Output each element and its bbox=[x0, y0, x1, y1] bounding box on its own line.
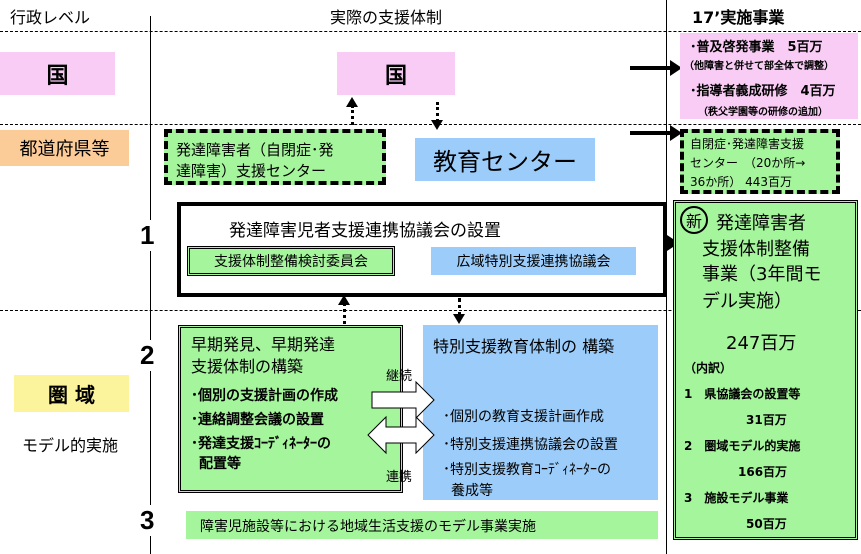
facility-model-bar: 障害児施設等における地域生活支援のモデル事業実施 bbox=[186, 511, 658, 539]
center-project-arrow-icon bbox=[630, 125, 682, 141]
arrow-up-icon bbox=[338, 295, 350, 305]
level-prefecture: 都道府県等 bbox=[0, 130, 129, 166]
step-number-2: 2 bbox=[140, 340, 155, 371]
dotted-connector-down bbox=[436, 102, 439, 122]
national-project-item-1: ･普及啓発事業 5百万 bbox=[690, 40, 823, 55]
council-title: 発達障害児者支援連携協議会の設置 bbox=[229, 221, 501, 241]
education-center-box: 教育センター bbox=[415, 138, 595, 181]
new-project-breakdown-label: （内訳） bbox=[684, 361, 733, 375]
council-arrow-icon bbox=[667, 235, 679, 251]
national-project-item-2: ･指導者義成研修 4百万 bbox=[690, 84, 836, 99]
new-project-title-1: 発達障害者 bbox=[716, 213, 806, 234]
special-education-box: 特別支援教育体制の 構築 ･個別の教育支援計画作成 ･特別支援連携協議会の設置 … bbox=[423, 325, 658, 500]
center-project-line-2: センター （20か所→ bbox=[690, 156, 806, 170]
link-arrows bbox=[367, 380, 435, 455]
column-divider-left bbox=[150, 16, 151, 554]
new-project-title-2: 支援体制整備 bbox=[702, 239, 810, 260]
new-project-title-4: デル実施） bbox=[702, 291, 792, 312]
early-support-box: 早期発見、早期発達 支援体制の構築 ･個別の支援計画の作成 ･連絡調整会議の設置… bbox=[178, 325, 403, 493]
dotted-connector-special-down bbox=[458, 298, 461, 316]
header-actual-system: 実際の支援体制 bbox=[330, 8, 443, 27]
arrow-up-icon bbox=[346, 97, 358, 107]
national-project-note-2: （秩父学園等の研修の追加） bbox=[698, 107, 828, 118]
row-divider-3 bbox=[0, 310, 861, 311]
center-project-line-3: 36か所） 443百万 bbox=[690, 175, 792, 189]
arrow-label-cooperate: 連携 bbox=[386, 470, 413, 485]
special-item: ･特別支援教育ｺｰﾃﾞｨﾈｰﾀｰの bbox=[443, 462, 611, 478]
national-project-note-1: （他障害と併せて部全体で調整） bbox=[684, 61, 834, 72]
early-item: ･発達支援ｺｰﾃﾞｨﾈｰﾀｰの bbox=[191, 436, 331, 452]
dotted-connector-early-up bbox=[343, 298, 346, 324]
early-item: 配置等 bbox=[199, 456, 241, 472]
arrow-label-continue: 継続 bbox=[386, 369, 413, 384]
special-item: ･個別の教育支援計画作成 bbox=[443, 409, 604, 425]
breakdown-item-label: 2 圏域モデル的実施 bbox=[684, 439, 801, 453]
continue-arrow-icon bbox=[371, 380, 435, 420]
level-region-note: モデル的実施 bbox=[22, 436, 119, 455]
dotted-connector-up bbox=[351, 105, 354, 125]
early-item: ･個別の支援計画の作成 bbox=[191, 388, 338, 404]
new-project-title-3: 事業（3年間モ bbox=[702, 264, 822, 285]
support-center-line-1: 発達障害者（自閉症･発 bbox=[176, 141, 334, 159]
row-divider-1 bbox=[0, 31, 861, 32]
special-item: 養成等 bbox=[451, 483, 493, 499]
new-project-total: 247百万 bbox=[726, 333, 797, 354]
new-project-box: 新 発達障害者 支援体制整備 事業（3年間モ デル実施） 247百万 （内訳） … bbox=[673, 200, 858, 540]
level-region: 圏 域 bbox=[14, 375, 129, 412]
arrow-down-icon bbox=[453, 314, 465, 324]
national-projects-box: ･普及啓発事業 5百万 （他障害と併せて部全体で調整） ･指導者義成研修 4百万… bbox=[680, 33, 858, 119]
special-title: 特別支援教育体制の 構築 bbox=[433, 337, 615, 356]
council-regional-council: 広域特別支援連携協議会 bbox=[431, 247, 636, 275]
center-project-line-1: 自閉症･発達障害支援 bbox=[690, 137, 805, 151]
breakdown-item-amount: 166百万 bbox=[738, 465, 788, 479]
support-center-box: 発達障害者（自閉症･発 達障害）支援センター bbox=[164, 129, 386, 185]
center-project-box: 自閉症･発達障害支援 センター （20か所→ 36か所） 443百万 bbox=[680, 129, 840, 194]
breakdown-item-label: 3 施設モデル事業 bbox=[684, 491, 789, 505]
special-item: ･特別支援連携協議会の設置 bbox=[443, 437, 618, 453]
council-box: 発達障害児者支援連携協議会の設置 支援体制整備検討委員会 広域特別支援連携協議会 bbox=[177, 202, 667, 297]
actual-national-box: 国 bbox=[337, 52, 455, 95]
bidirectional-arrow-icon bbox=[367, 415, 435, 455]
early-title-2: 支援体制の構築 bbox=[191, 357, 304, 376]
national-project-arrow-icon bbox=[630, 60, 682, 76]
step-number-3: 3 bbox=[140, 505, 155, 536]
level-national: 国 bbox=[0, 52, 115, 95]
support-center-line-2: 達障害）支援センター bbox=[176, 162, 327, 180]
header-fy17-projects: 17’実施事業 bbox=[692, 8, 785, 27]
row-divider-2 bbox=[0, 124, 861, 125]
council-sub-committee: 支援体制整備検討委員会 bbox=[187, 246, 395, 276]
breakdown-item-amount: 31百万 bbox=[746, 413, 787, 427]
header-admin-level: 行政レベル bbox=[10, 8, 91, 27]
arrow-down-icon bbox=[431, 120, 443, 130]
new-badge-icon: 新 bbox=[680, 206, 708, 234]
early-item: ･連絡調整会議の設置 bbox=[191, 412, 324, 428]
step-number-1: 1 bbox=[140, 220, 155, 251]
breakdown-item-label: 1 県協議会の設置等 bbox=[684, 387, 801, 401]
early-title-1: 早期発見、早期発達 bbox=[191, 335, 336, 354]
breakdown-item-amount: 50百万 bbox=[746, 517, 787, 531]
